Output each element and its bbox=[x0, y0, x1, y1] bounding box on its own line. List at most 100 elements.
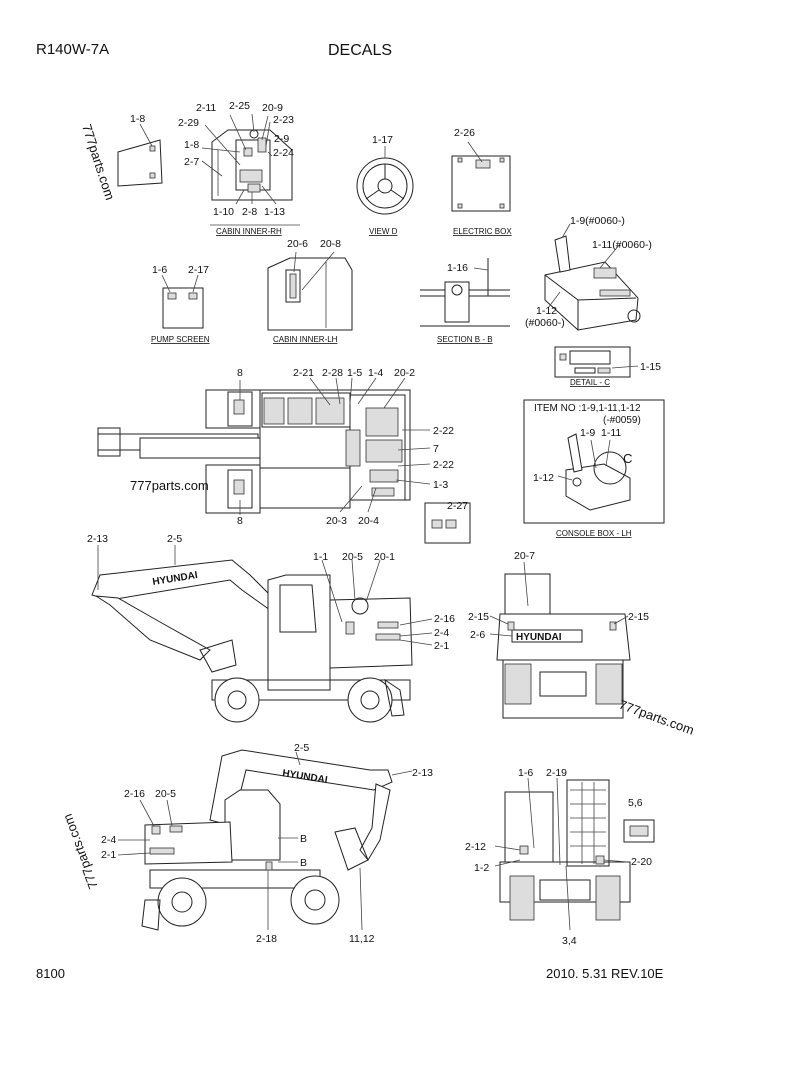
electric-box-drawing bbox=[451, 141, 511, 212]
label-cab-2-9: 2-9 bbox=[274, 133, 289, 145]
caption-section-bb: SECTION B - B bbox=[437, 335, 493, 344]
label-top-2-28: 2-28 bbox=[322, 367, 343, 379]
label-pump-2-17: 2-17 bbox=[188, 264, 209, 276]
caption-electric-box: ELECTRIC BOX bbox=[453, 227, 512, 236]
label-con-1-12b: (#0060-) bbox=[525, 317, 565, 329]
label-fr-1-6: 1-6 bbox=[518, 767, 533, 779]
caption-pump-screen: PUMP SCREEN bbox=[151, 335, 210, 344]
detail-c-drawing bbox=[554, 346, 639, 378]
label-top-8b: 8 bbox=[237, 515, 243, 527]
label-fr-2-12: 2-12 bbox=[465, 841, 486, 853]
label-top-2-21: 2-21 bbox=[293, 367, 314, 379]
cabin-inner-lh-drawing bbox=[267, 251, 353, 331]
label-top-20-4: 20-4 bbox=[358, 515, 379, 527]
label-rear-2-6: 2-6 bbox=[470, 629, 485, 641]
label-cab-20-9: 20-9 bbox=[262, 102, 283, 114]
label-view-1-17: 1-17 bbox=[372, 134, 393, 146]
label-con-1-11: 1-11(#0060-) bbox=[592, 239, 652, 251]
caption-cabin-inner-rh: CABIN INNER-RH bbox=[216, 227, 282, 236]
watermark-4: 777parts.com bbox=[60, 812, 101, 891]
caption-detail-c: DETAIL - C bbox=[570, 378, 610, 387]
label-top-1-5: 1-5 bbox=[347, 367, 362, 379]
label-rear-2-15b: 2-15 bbox=[628, 611, 649, 623]
label-side-2-13: 2-13 bbox=[87, 533, 108, 545]
label-top-20-3: 20-3 bbox=[326, 515, 347, 527]
cabin-inner-rh-drawing bbox=[201, 113, 293, 205]
label-lft-2-13: 2-13 bbox=[412, 767, 433, 779]
decal-2-27-b bbox=[445, 519, 457, 529]
label-top-1-4: 1-4 bbox=[368, 367, 383, 379]
label-side-20-5: 20-5 bbox=[342, 551, 363, 563]
label-pump-1-6: 1-6 bbox=[152, 264, 167, 276]
label-cab-1-8a: 1-8 bbox=[130, 113, 145, 125]
label-lft-2-16: 2-16 bbox=[124, 788, 145, 800]
label-top-20-2: 20-2 bbox=[394, 367, 415, 379]
label-rear-2-15a: 2-15 bbox=[468, 611, 489, 623]
machine-left-view-drawing: HYUNDAI bbox=[117, 749, 413, 931]
label-rear-20-7: 20-7 bbox=[514, 550, 535, 562]
section-bb-drawing bbox=[420, 258, 510, 327]
machine-top-view-drawing bbox=[97, 377, 431, 515]
label-top-2-22b: 2-22 bbox=[433, 459, 454, 471]
caption-console-box-lh: CONSOLE BOX - LH bbox=[556, 529, 632, 538]
page-number: 8100 bbox=[36, 966, 65, 981]
console-lever-drawing bbox=[544, 223, 641, 331]
label-lft-2-4: 2-4 bbox=[101, 834, 116, 846]
label-cab-1-10: 1-10 bbox=[213, 206, 234, 218]
label-elec-2-26: 2-26 bbox=[454, 127, 475, 139]
page-title: DECALS bbox=[328, 42, 392, 59]
label-fr-3-4: 3,4 bbox=[562, 935, 577, 947]
label-lft-b2: B bbox=[300, 857, 307, 869]
caption-cabin-inner-lh: CABIN INNER-LH bbox=[273, 335, 338, 344]
label-lh-20-8: 20-8 bbox=[320, 238, 341, 250]
label-lft-20-5: 20-5 bbox=[155, 788, 176, 800]
watermark-1: 777parts.com bbox=[79, 122, 118, 202]
label-top-7: 7 bbox=[433, 443, 439, 455]
label-fr-5-6: 5,6 bbox=[628, 797, 643, 809]
label-cab-2-29: 2-29 bbox=[178, 117, 199, 129]
label-side-2-5: 2-5 bbox=[167, 533, 182, 545]
console-box-lh-frame bbox=[523, 399, 665, 524]
window-panel-drawing bbox=[117, 123, 163, 187]
label-cb-1-11: 1-11 bbox=[601, 427, 621, 439]
machine-front-view-drawing bbox=[494, 777, 655, 931]
label-cb-1-12: 1-12 bbox=[533, 472, 554, 484]
label-side-2-1: 2-1 bbox=[434, 640, 449, 652]
decal-2-27-a bbox=[431, 519, 443, 529]
part-labels: 1-8 2-11 2-25 20-9 2-29 2-23 2-9 1-8 2-2… bbox=[87, 100, 661, 947]
label-cab-2-8: 2-8 bbox=[242, 206, 257, 218]
label-side-2-16: 2-16 bbox=[434, 613, 455, 625]
label-cb-c: C bbox=[623, 451, 632, 466]
label-lft-2-5: 2-5 bbox=[294, 742, 309, 754]
label-lft-b1: B bbox=[300, 833, 307, 845]
item-no-subnote: (-#0059) bbox=[603, 415, 641, 426]
label-top-2-22a: 2-22 bbox=[433, 425, 454, 437]
label-cab-2-23: 2-23 bbox=[273, 114, 294, 126]
label-lft-2-18: 2-18 bbox=[256, 933, 277, 945]
label-top-8a: 8 bbox=[237, 367, 243, 379]
machine-rear-view-drawing: HYUNDAI bbox=[489, 561, 631, 719]
label-lft-2-1: 2-1 bbox=[101, 849, 116, 861]
label-fr-1-2: 1-2 bbox=[474, 862, 489, 874]
caption-view-d: VIEW D bbox=[369, 227, 398, 236]
watermark-3: 777parts.com bbox=[617, 697, 696, 738]
label-det-1-15: 1-15 bbox=[640, 361, 661, 373]
label-fr-2-19: 2-19 bbox=[546, 767, 567, 779]
item-no-note: ITEM NO :1-9,1-11,1-12 bbox=[534, 403, 641, 414]
label-side-2-4: 2-4 bbox=[434, 627, 449, 639]
label-fr-2-20: 2-20 bbox=[631, 856, 652, 868]
label-cab-2-25: 2-25 bbox=[229, 100, 250, 112]
label-lft-11-12: 11,12 bbox=[349, 933, 375, 945]
revision-date: 2010. 5.31 REV.10E bbox=[546, 966, 664, 981]
console-box-lh-drawing bbox=[557, 433, 631, 511]
label-sec-1-16: 1-16 bbox=[447, 262, 468, 274]
label-con-1-9: 1-9(#0060-) bbox=[570, 215, 625, 227]
label-side-1-1: 1-1 bbox=[313, 551, 328, 563]
label-top-2-27: 2-27 bbox=[447, 500, 468, 512]
watermark-2: 777parts.com bbox=[130, 478, 209, 493]
label-cab-1-13: 1-13 bbox=[264, 206, 285, 218]
steering-wheel-drawing bbox=[356, 146, 414, 215]
label-cab-2-24: 2-24 bbox=[273, 147, 294, 159]
